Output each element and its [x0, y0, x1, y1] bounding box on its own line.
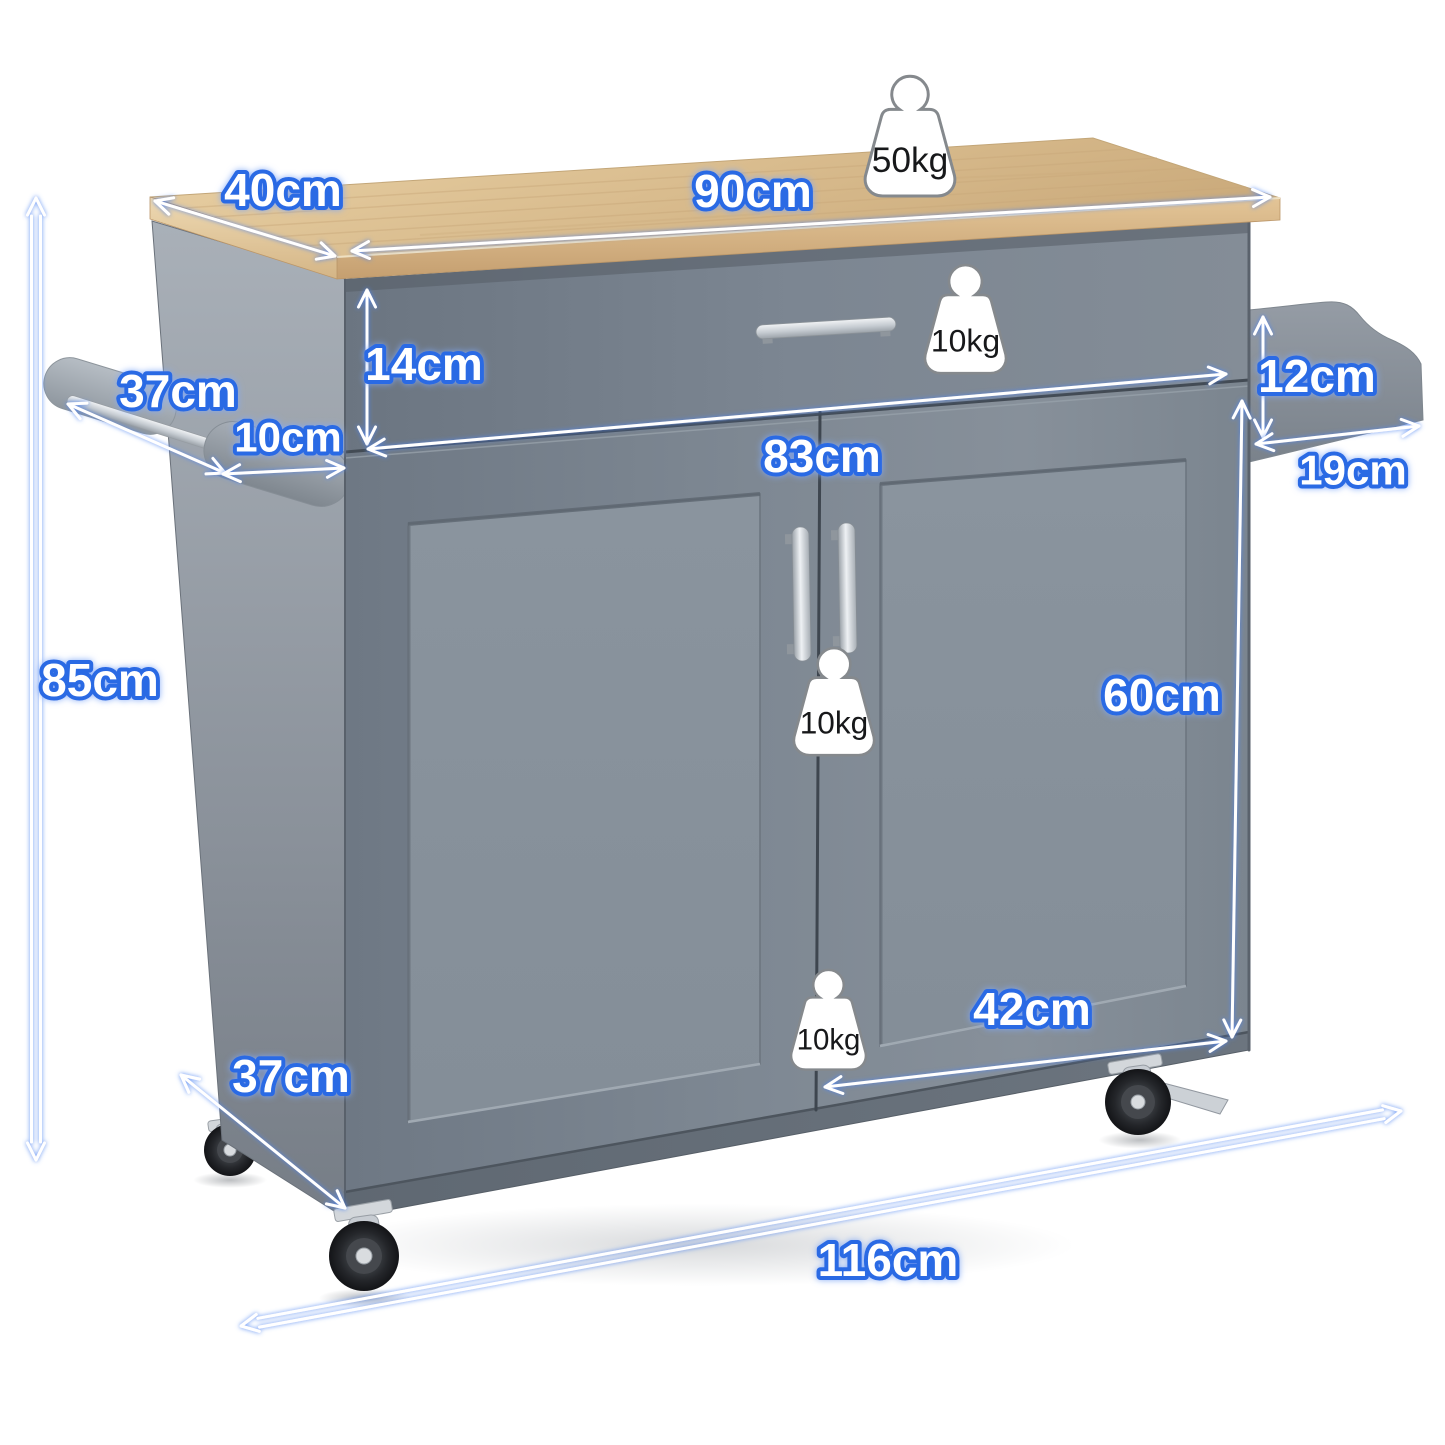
weight-value: 10kg — [800, 705, 869, 741]
arrowhead-icon — [66, 401, 89, 421]
weight-badge-tabletop: 50kg — [863, 74, 957, 198]
arrowhead-icon — [357, 288, 377, 309]
dimension-line-group — [1222, 399, 1252, 1039]
weight-badge-door: 10kg — [792, 646, 876, 757]
dimension-labels: 40cm 90cm 14cm 37cm 10cm 83cm 12cm 19cm … — [37, 160, 1411, 1290]
dim-label-drawer-height: 14cm — [365, 338, 483, 390]
dim-line-towel-bar-length — [66, 402, 227, 475]
dim-label-top-depth: 40cm — [224, 164, 342, 216]
dimension-line-group — [366, 365, 1228, 458]
right-door-handle — [830, 522, 858, 654]
left-door-handle — [784, 526, 812, 662]
dim-label-door-width: 42cm — [973, 983, 1091, 1035]
base-seam — [343, 1030, 1251, 1194]
dimension-line-group — [153, 196, 337, 261]
weight-badge-drawer: 10kg — [923, 263, 1008, 375]
kettlebell-icon — [923, 263, 1008, 375]
arrowhead-icon — [1253, 418, 1273, 439]
dim-line-top-depth — [153, 199, 337, 258]
dimension-line-group — [1253, 315, 1273, 439]
dim-line-cabinet-width — [366, 372, 1228, 451]
arrowhead-icon — [366, 437, 388, 458]
dim-label-towel-bar-length: 37cm — [119, 365, 237, 417]
top-overhang-shadow — [345, 221, 1249, 292]
arrowhead-icon — [153, 196, 176, 216]
left-door-panel — [407, 492, 761, 1124]
dim-line-door-height — [1230, 399, 1244, 1039]
arrowhead-icon — [1222, 1018, 1243, 1039]
spice-rack — [1248, 301, 1424, 463]
caster-wheel-front-left — [329, 1199, 399, 1291]
arrowhead-icon — [179, 1073, 202, 1094]
dim-line-top-width — [350, 195, 1272, 253]
dimension-lines — [26, 188, 1421, 1333]
arrowhead-icon — [1253, 315, 1273, 336]
weight-value: 10kg — [797, 1024, 861, 1057]
kettlebell-icon — [863, 74, 957, 198]
caster-wheel-front-right — [1105, 1053, 1229, 1135]
dimension-line-parallel — [256, 1108, 1384, 1320]
arrowhead-icon — [357, 425, 377, 446]
arrowhead-icon — [1206, 365, 1228, 386]
dimension-line-group — [26, 196, 46, 1162]
arrowhead-icon — [1251, 188, 1272, 208]
wood-top — [149, 137, 1281, 280]
dim-line-side-rack-depth — [1254, 424, 1421, 446]
drawer-divider-seam — [343, 378, 1251, 454]
weight-badge-cabinet-bottom: 10kg — [789, 968, 868, 1071]
dim-label-overall-width: 116cm — [818, 1234, 959, 1286]
arrowhead-icon — [325, 458, 346, 479]
cabinet-front — [343, 219, 1251, 1219]
towel-rack-far-bracket — [43, 357, 177, 435]
arrowhead-icon — [823, 1075, 845, 1095]
dimension-line-group — [179, 1073, 347, 1210]
dim-label-towel-rack-depth: 10cm — [234, 414, 341, 461]
dim-line-base-depth — [179, 1073, 347, 1210]
arrowhead-icon — [350, 240, 371, 260]
dim-label-top-width: 90cm — [694, 165, 812, 217]
dim-label-door-height: 60cm — [1103, 669, 1221, 721]
arrowhead-icon — [239, 1313, 261, 1333]
wood-grain — [183, 148, 1247, 247]
dimension-line-group — [239, 1104, 1403, 1333]
dim-label-cabinet-width: 83cm — [763, 430, 881, 482]
kettlebell-icon — [789, 968, 868, 1071]
towel-rack — [43, 357, 351, 507]
dim-label-overall-height: 85cm — [41, 654, 159, 706]
arrowhead-icon — [1206, 1033, 1228, 1053]
dimension-line-group — [823, 1033, 1228, 1095]
weight-value: 50kg — [872, 141, 949, 180]
dim-line-overall-width — [258, 1117, 1386, 1329]
arrowhead-icon — [26, 196, 46, 217]
dimension-line-group — [350, 188, 1272, 260]
right-door-panel — [879, 458, 1187, 1048]
arrowhead-icon — [314, 241, 337, 261]
drawer-divider-highlight — [344, 385, 1250, 459]
dim-label-base-depth: 37cm — [232, 1050, 350, 1102]
arrowhead-icon — [26, 1141, 46, 1162]
arrowhead-icon — [324, 1189, 347, 1210]
arrowhead-icon — [1231, 399, 1252, 420]
dimension-line-group — [1254, 417, 1421, 453]
dimension-line-group — [357, 288, 377, 446]
kettlebell-icon — [792, 646, 876, 757]
weight-value: 10kg — [931, 323, 1000, 359]
drawer-handle — [755, 316, 897, 344]
dimension-line-group — [221, 458, 346, 484]
arrowhead-icon — [221, 463, 242, 484]
wood-edge-highlight — [336, 197, 1281, 258]
arrowhead-icon — [1254, 432, 1276, 453]
arrowhead-icon — [1381, 1104, 1403, 1124]
dim-label-side-rack-depth: 19cm — [1299, 447, 1406, 494]
dim-label-side-rack-height: 12cm — [1258, 350, 1376, 402]
dim-line-door-width — [823, 1039, 1228, 1089]
arrowhead-icon — [1399, 417, 1421, 438]
dim-line-towel-rack-depth — [221, 466, 346, 476]
